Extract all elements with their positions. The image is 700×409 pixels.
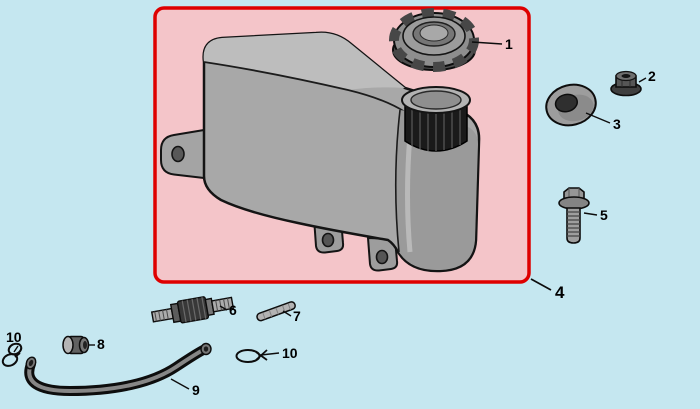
fuel-cap-illustration	[389, 8, 479, 72]
washer-hole	[554, 93, 579, 113]
clip-illustration	[62, 335, 90, 355]
leader-line-7	[282, 310, 292, 317]
clamp-left-loop-bottom	[1, 353, 19, 367]
leader-line-3	[585, 112, 611, 124]
washer-illustration	[545, 83, 597, 127]
pin-illustration	[256, 301, 296, 322]
leader-line-10-middle	[260, 352, 280, 356]
pin-threads	[262, 303, 291, 320]
callout-1: 1	[505, 36, 513, 52]
hose-right-bore	[203, 346, 209, 352]
fuel-hose-illustration	[24, 342, 212, 397]
callout-7: 7	[293, 308, 301, 324]
pin-body	[256, 301, 296, 322]
hose-left-bore	[28, 359, 34, 367]
clip-hole	[83, 341, 87, 349]
fuel-cap-lobes	[389, 8, 479, 72]
leader-line-1	[471, 41, 503, 45]
nut-illustration	[610, 70, 642, 97]
callout-3: 3	[613, 116, 621, 132]
leader-line-2	[638, 77, 647, 83]
fitting-right-threads	[215, 298, 230, 312]
fuel-cap-center	[419, 24, 449, 42]
clamp-left-loop-top	[7, 342, 23, 356]
callout-labels: 1 2 3 4 5 6 7 8 9 10 10	[6, 36, 656, 398]
tank-bottom-tab-1-hole	[321, 232, 335, 248]
tank-right-highlight	[405, 134, 413, 253]
leader-line-5	[583, 212, 598, 216]
fitting-body-ribs	[181, 296, 207, 323]
tank-right-crease-line	[394, 109, 401, 253]
bolt-illustration	[558, 187, 590, 244]
filler-neck-opening	[410, 90, 462, 110]
tank-left-mount-hole	[171, 145, 185, 163]
clamp-illustration-left	[1, 342, 23, 367]
tank-bottom-tab-2-hole	[375, 249, 389, 265]
tank-top-face	[203, 32, 405, 90]
leader-line-6	[219, 305, 228, 311]
callout-10-middle: 10	[282, 345, 298, 361]
bolt-threads	[567, 211, 580, 237]
leader-lines	[13, 41, 647, 390]
nut-hole	[621, 74, 631, 78]
tank-top-crease-line	[203, 61, 406, 113]
leader-line-4	[530, 278, 552, 291]
callout-2: 2	[648, 68, 656, 84]
callout-4: 4	[555, 283, 565, 302]
fuel-tank-illustration	[160, 31, 481, 273]
fitting-left-threads	[154, 309, 169, 322]
hose-highlight	[27, 347, 207, 394]
clip-left-rim	[62, 335, 74, 355]
fitting-illustration	[150, 296, 235, 324]
clamp-left-wire	[14, 352, 21, 358]
callout-10-left: 10	[6, 329, 22, 345]
callout-8: 8	[97, 336, 105, 352]
callout-9: 9	[192, 382, 200, 398]
bolt-shank	[566, 207, 581, 244]
filler-neck-ribs	[411, 104, 461, 151]
callout-5: 5	[600, 207, 608, 223]
tank-right-face	[395, 110, 478, 271]
leader-line-9	[170, 378, 190, 390]
leader-line-10-left	[13, 345, 19, 353]
callout-6: 6	[229, 302, 237, 318]
